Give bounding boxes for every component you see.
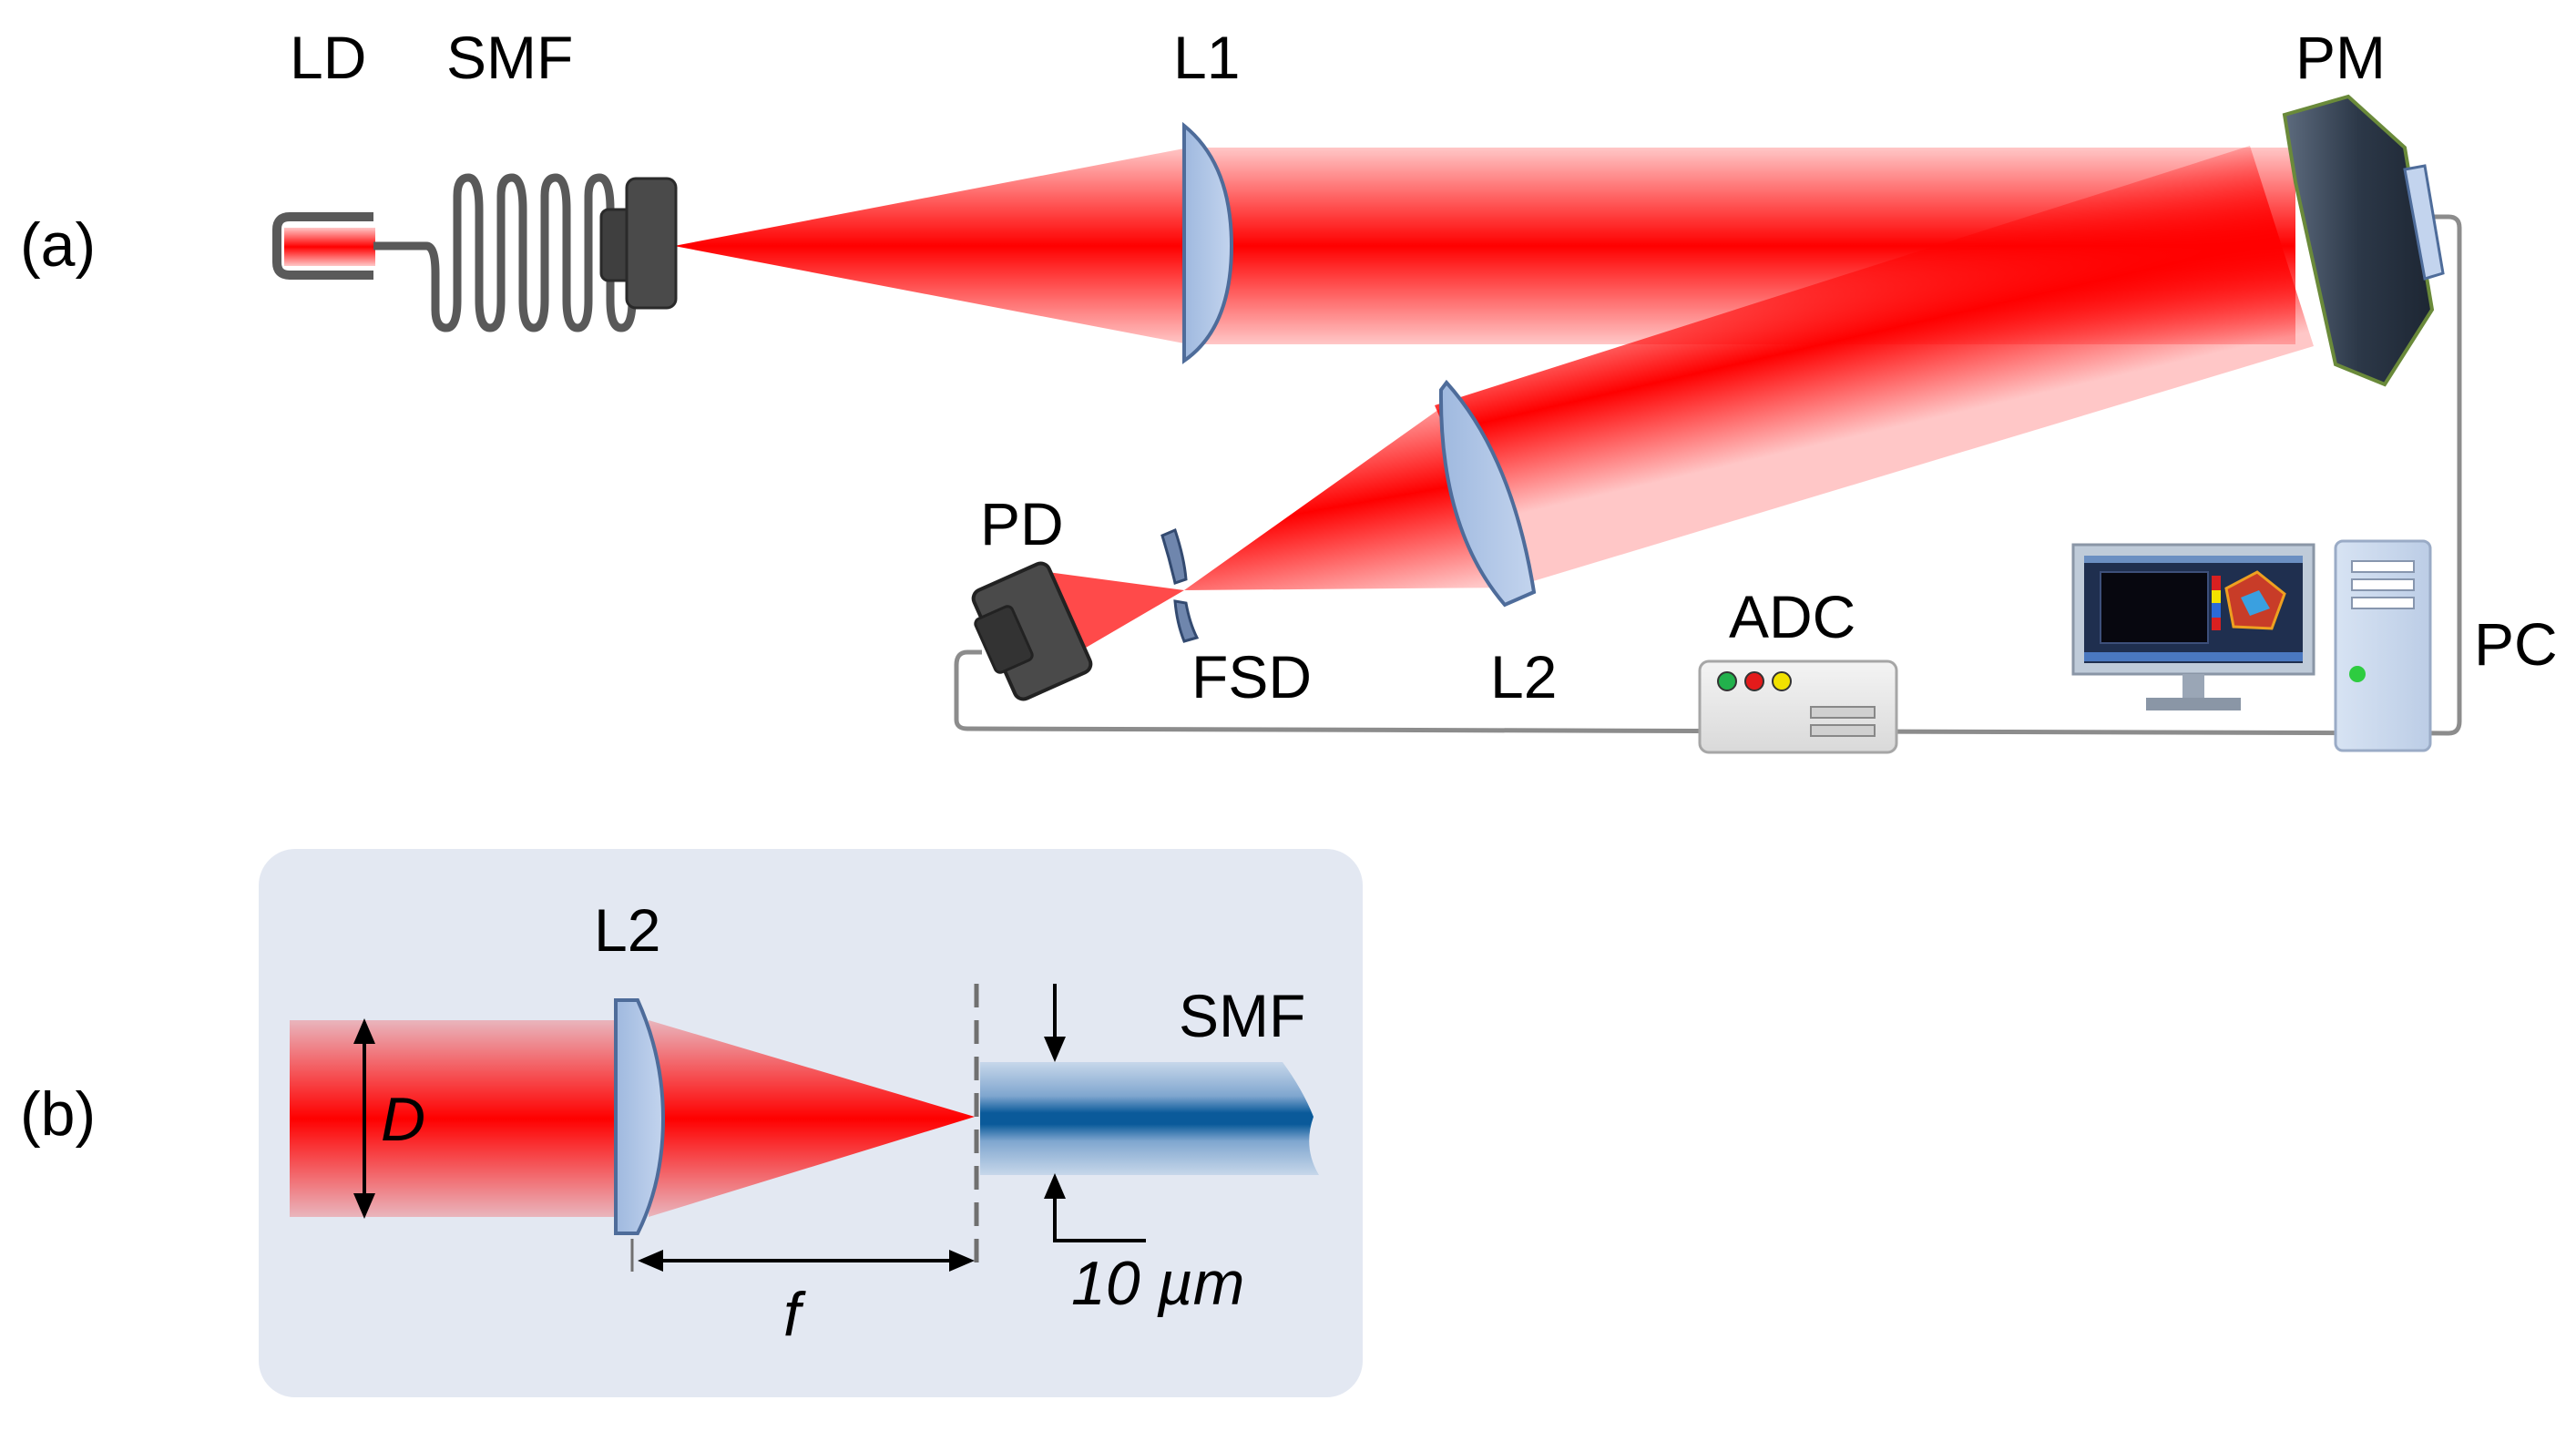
adc-led-green	[1717, 671, 1737, 691]
label-l1: L1	[1173, 24, 1240, 91]
laser-diode	[272, 212, 375, 280]
label-l2: L2	[1490, 643, 1557, 710]
inset-label-smf: SMF	[1179, 982, 1305, 1049]
label-ld: LD	[290, 24, 366, 91]
lens-l1	[1182, 121, 1234, 364]
inset-focused-beam	[649, 1020, 975, 1217]
lens-l2	[1438, 379, 1537, 608]
diverging-beam	[674, 148, 1189, 344]
panel-label-b: (b)	[20, 1079, 96, 1149]
label-pc: PC	[2474, 610, 2558, 678]
pc-tower	[2334, 539, 2432, 752]
pc-monitor	[2071, 543, 2315, 710]
label-pd: PD	[980, 490, 1064, 557]
beam-diameter-arrow	[353, 1018, 375, 1219]
inset-lens-l2	[614, 998, 666, 1235]
pd-beam	[1048, 572, 1184, 654]
core-size-arrows	[1044, 984, 1146, 1242]
reflected-beam	[1435, 146, 2314, 588]
parabolic-mirror	[2282, 94, 2445, 387]
fiber-coil	[373, 173, 674, 332]
core-size-label: 10 µm	[1071, 1249, 1244, 1318]
inset-fiber	[980, 1062, 1319, 1175]
inset-collimated-beam	[290, 1020, 618, 1217]
label-pm: PM	[2295, 24, 2386, 91]
inset-label-l2: L2	[594, 896, 660, 964]
panel-label-a: (a)	[20, 210, 96, 280]
adc-led-red	[1744, 671, 1764, 691]
panel-b: D f SMF 10 µm L2	[259, 849, 1363, 1397]
field-stop-diaphragm	[1160, 527, 1200, 643]
adc-box	[1698, 659, 1898, 754]
adc-led-yellow	[1772, 671, 1792, 691]
photodiode	[971, 561, 1093, 701]
focal-length-arrow	[630, 1239, 975, 1272]
label-adc: ADC	[1729, 583, 1855, 650]
panel-a: (a) LD SMF L1 PM PD FSD L2 ADC PC	[20, 24, 2558, 754]
focused-beam	[1184, 403, 1512, 590]
label-fsd: FSD	[1191, 643, 1312, 710]
label-smf: SMF	[446, 24, 573, 91]
power-led	[2349, 666, 2366, 682]
fiber-collimator	[599, 177, 678, 310]
beam-diameter-label: D	[381, 1085, 425, 1154]
